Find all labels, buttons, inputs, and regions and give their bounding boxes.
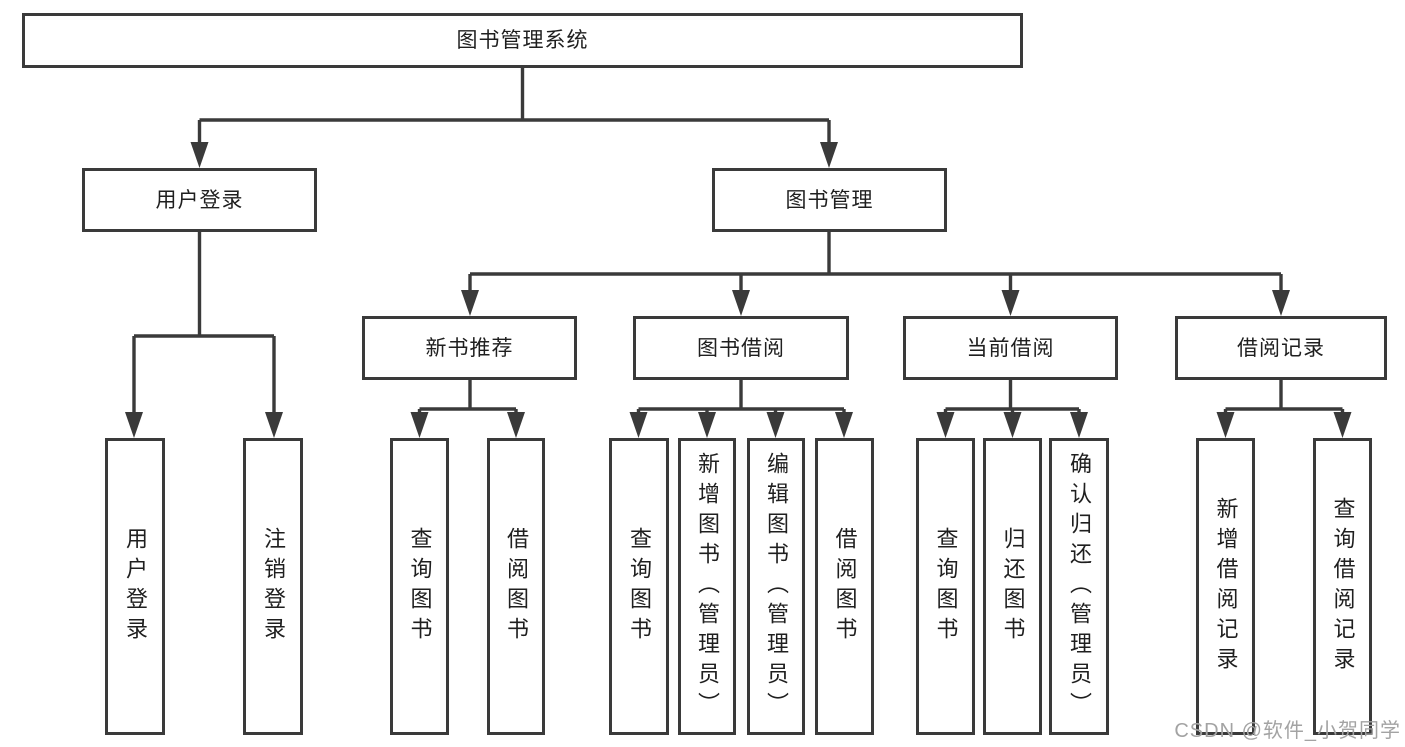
node-current-borrow: 当前借阅 bbox=[903, 316, 1118, 380]
connector-book-borrow-to-leaves bbox=[629, 380, 853, 438]
node-leaf-return-book: 归还图书 bbox=[983, 438, 1042, 735]
node-leaf-query-book-current-label: 查询图书 bbox=[933, 526, 959, 647]
node-leaf-add-borrow-record: 新增借阅记录 bbox=[1196, 438, 1255, 735]
csdn-watermark: CSDN @软件_小贺同学 bbox=[1174, 720, 1401, 742]
node-leaf-borrow-book-rec-label: 借阅图书 bbox=[504, 526, 529, 647]
node-leaf-add-book-admin-label: 新增图书（管理员） bbox=[695, 451, 720, 722]
node-leaf-return-book-label: 归还图书 bbox=[1000, 526, 1026, 647]
node-leaf-add-book-admin: 新增图书（管理员） bbox=[678, 438, 736, 735]
node-new-book-rec: 新书推荐 bbox=[362, 316, 577, 380]
node-root: 图书管理系统 bbox=[22, 13, 1023, 68]
node-leaf-query-book-rec: 查询图书 bbox=[390, 438, 449, 735]
node-leaf-query-borrow-record-label: 查询借阅记录 bbox=[1330, 496, 1356, 677]
node-book-borrow-label: 图书借阅 bbox=[697, 336, 785, 360]
node-borrow-record: 借阅记录 bbox=[1175, 316, 1387, 380]
connector-root-to-level2 bbox=[190, 68, 838, 168]
node-book-borrow: 图书借阅 bbox=[633, 316, 849, 380]
node-leaf-add-borrow-record-label: 新增借阅记录 bbox=[1213, 496, 1239, 677]
node-leaf-query-book-borrow: 查询图书 bbox=[609, 438, 669, 735]
node-leaf-logout: 注销登录 bbox=[243, 438, 303, 735]
node-leaf-edit-book-admin-label: 编辑图书（管理员） bbox=[764, 451, 789, 722]
node-leaf-query-book-current: 查询图书 bbox=[916, 438, 975, 735]
node-user-login-label: 用户登录 bbox=[155, 188, 244, 212]
connector-book-mgmt-to-level3 bbox=[461, 232, 1290, 316]
node-user-login: 用户登录 bbox=[82, 168, 317, 232]
connector-user-login-to-leaves bbox=[125, 232, 283, 438]
node-leaf-logout-label: 注销登录 bbox=[261, 526, 286, 647]
connector-borrow-record-to-leaves bbox=[1216, 380, 1352, 438]
connector-current-borrow-to-leaves bbox=[936, 380, 1088, 438]
node-leaf-borrow-book-label: 借阅图书 bbox=[832, 526, 858, 647]
node-leaf-edit-book-admin: 编辑图书（管理员） bbox=[747, 438, 805, 735]
connector-new-book-rec-to-leaves bbox=[410, 380, 525, 438]
node-leaf-borrow-book: 借阅图书 bbox=[815, 438, 874, 735]
node-leaf-confirm-return-admin: 确认归还（管理员） bbox=[1049, 438, 1109, 735]
node-leaf-user-login: 用户登录 bbox=[105, 438, 165, 735]
node-leaf-query-book-rec-label: 查询图书 bbox=[407, 526, 433, 647]
node-leaf-query-book-borrow-label: 查询图书 bbox=[627, 526, 652, 647]
node-root-label: 图书管理系统 bbox=[456, 29, 589, 52]
node-borrow-record-label: 借阅记录 bbox=[1237, 336, 1325, 360]
node-leaf-user-login-label: 用户登录 bbox=[123, 526, 148, 647]
node-book-mgmt-label: 图书管理 bbox=[785, 188, 874, 212]
node-book-mgmt: 图书管理 bbox=[712, 168, 947, 232]
node-leaf-confirm-return-admin-label: 确认归还（管理员） bbox=[1067, 451, 1092, 722]
node-current-borrow-label: 当前借阅 bbox=[966, 336, 1055, 360]
node-leaf-query-borrow-record: 查询借阅记录 bbox=[1313, 438, 1372, 735]
node-leaf-borrow-book-rec: 借阅图书 bbox=[487, 438, 545, 735]
node-new-book-rec-label: 新书推荐 bbox=[425, 336, 514, 360]
